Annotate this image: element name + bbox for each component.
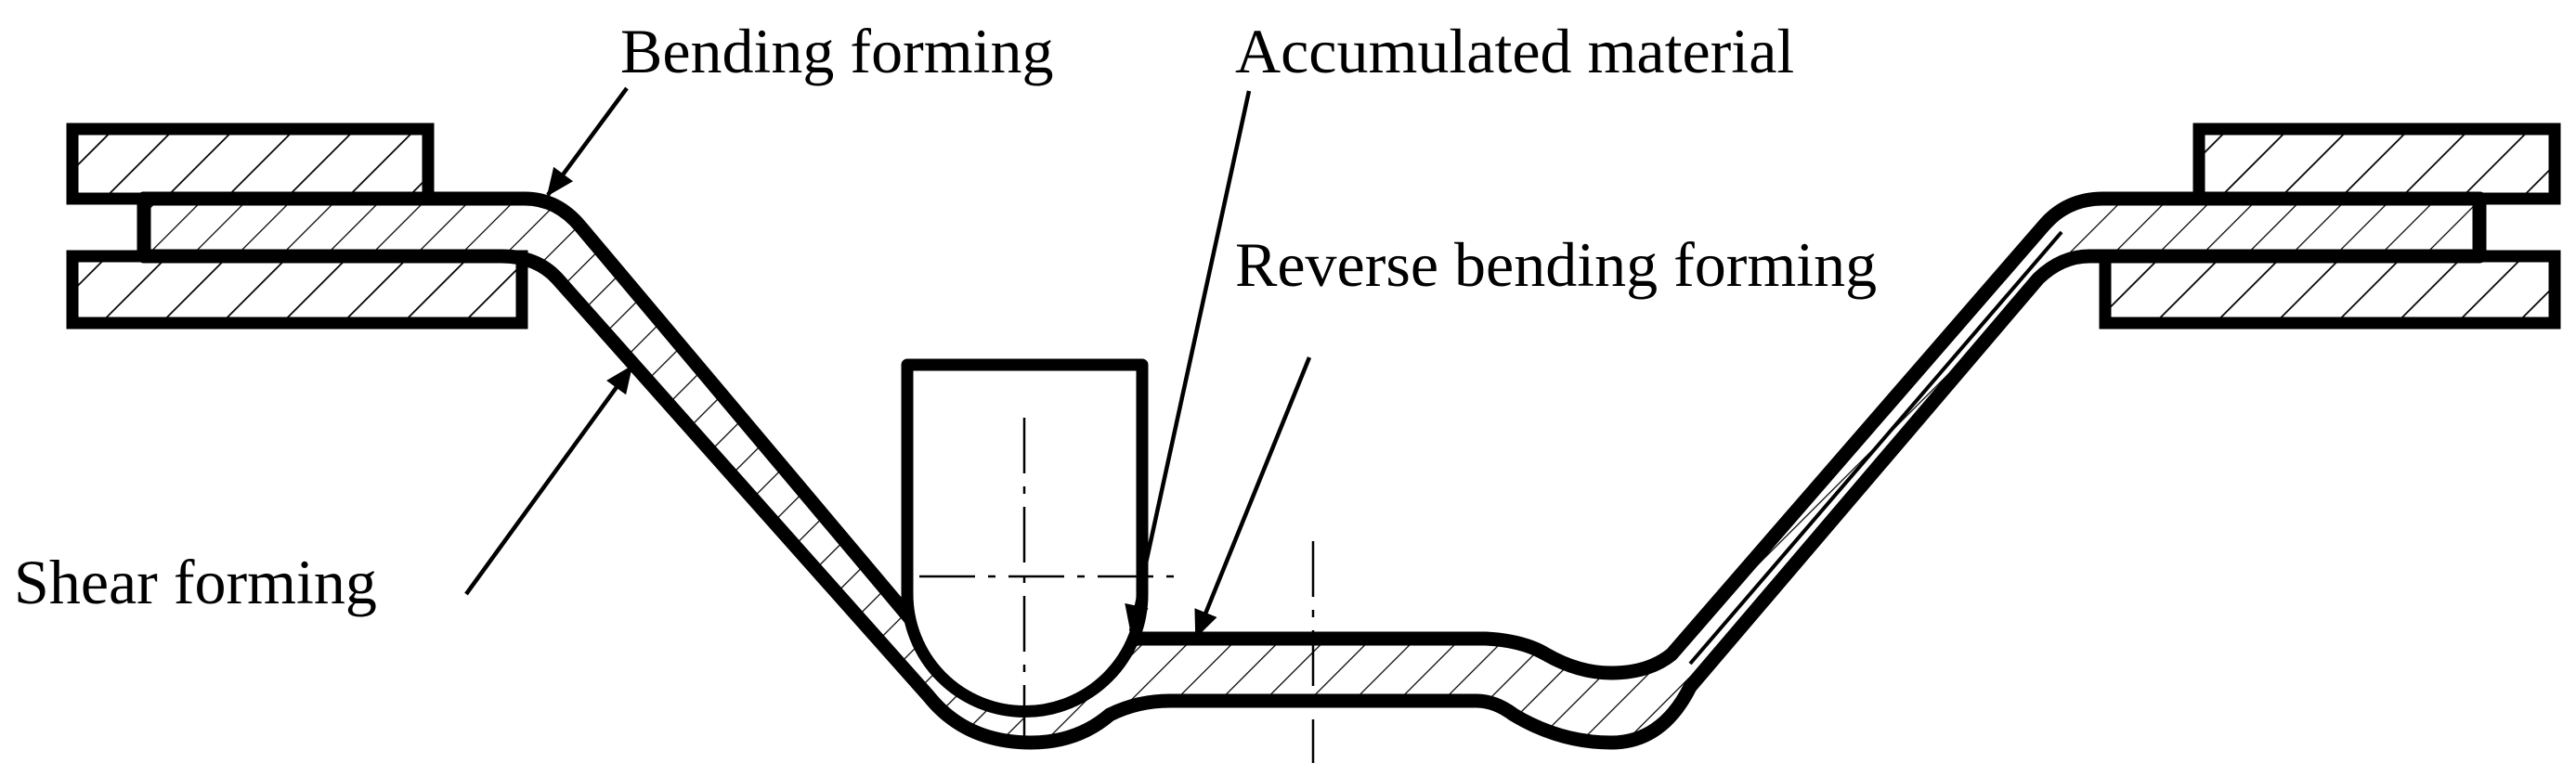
left-clamp: [66, 123, 528, 330]
left-upper-clamp-plate: [66, 123, 435, 205]
accumulated-material-leader: [1125, 90, 1252, 633]
reverse-bending-forming-label: Reverse bending forming: [1235, 229, 1877, 300]
sheet-lower-contour: [137, 249, 2487, 750]
accumulated-material-label: Accumulated material: [1235, 16, 1794, 86]
punch: [901, 358, 1175, 743]
right-upper-clamp-plate: [2192, 123, 2561, 205]
left-lower-clamp-plate: [66, 250, 528, 330]
shear-forming-leader: [464, 365, 633, 596]
shear-forming-label: Shear forming: [14, 547, 377, 617]
reverse-bending-forming-leader: [1193, 356, 1312, 639]
sheet-right-wall-inner-line: [1688, 230, 2063, 666]
bending-forming-label: Bending forming: [620, 16, 1054, 86]
bending-forming-leader: [546, 86, 629, 197]
reference-centerline-cross: [1216, 541, 1337, 763]
right-lower-clamp-plate: [2099, 250, 2561, 330]
